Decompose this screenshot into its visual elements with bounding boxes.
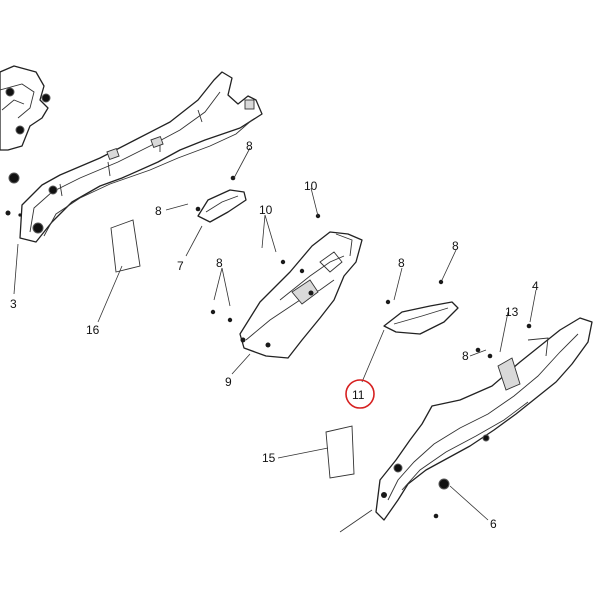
callout-8-a: 8 — [246, 139, 253, 153]
decal-16 — [97, 219, 141, 323]
upper-left-bracket — [0, 65, 51, 217]
callout-10-b: 10 — [259, 203, 273, 217]
right-side-panel — [339, 317, 593, 533]
callout-8-e: 8 — [452, 239, 459, 253]
callout-15: 15 — [262, 451, 276, 465]
callout-10-a: 10 — [304, 179, 318, 193]
callout-6: 6 — [490, 517, 497, 531]
callout-8-b: 8 — [155, 204, 162, 218]
callout-7: 7 — [177, 259, 184, 273]
callout-8-f: 8 — [462, 349, 469, 363]
callout-9: 9 — [225, 375, 232, 389]
trim-piece-11 — [361, 279, 459, 383]
callout-labels: 3 4 6 7 8 8 8 8 8 8 9 10 10 10 11 13 15 … — [10, 139, 539, 531]
left-side-panel — [19, 71, 263, 243]
leader-lines — [13, 147, 537, 521]
callout-3: 3 — [10, 297, 17, 311]
callout-16: 16 — [86, 323, 100, 337]
callout-13: 13 — [505, 305, 519, 319]
callout-8-d: 8 — [398, 256, 405, 270]
callout-4: 4 — [532, 279, 539, 293]
bracket-7 — [185, 175, 247, 257]
callout-8-c: 8 — [216, 256, 223, 270]
decal-15 — [277, 425, 355, 479]
housing-9 — [210, 213, 363, 375]
highlight-circle-11 — [345, 379, 375, 409]
callout-11: 11 — [352, 388, 365, 402]
